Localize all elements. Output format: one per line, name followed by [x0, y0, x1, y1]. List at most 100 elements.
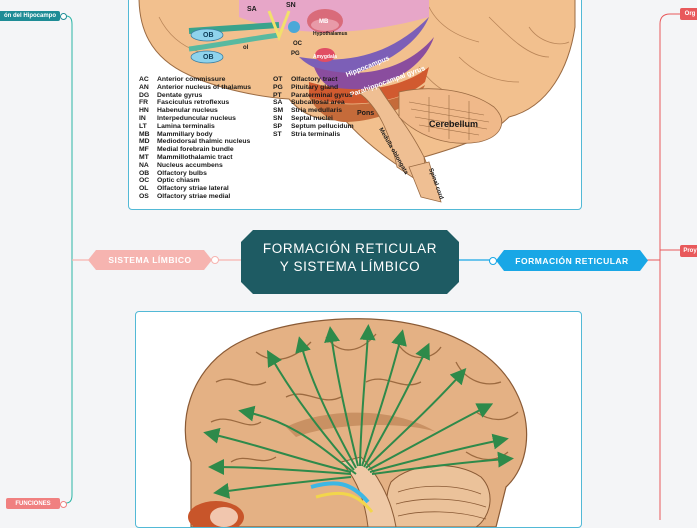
legend-abbreviation: MT — [139, 153, 149, 161]
reticular-formation-image[interactable] — [135, 311, 582, 528]
chip-funciones[interactable]: FUNCIONES — [6, 498, 60, 509]
legend-abbreviation: AN — [139, 83, 149, 91]
legend-abbreviation: SA — [273, 99, 283, 107]
legend-term: Interpeduncular nucleus — [157, 114, 236, 122]
legend-row: MF Medial forebrain bundle — [139, 146, 269, 154]
legend-term: Stria medullaris — [291, 107, 342, 115]
legend-term: Olfactory striae lateral — [157, 185, 229, 193]
legend-row: HN Habenular nucleus — [139, 107, 269, 115]
legend-abbreviation: PT — [273, 91, 282, 99]
legend-abbreviation: PG — [273, 83, 283, 91]
legend-abbreviation: HN — [139, 107, 149, 115]
legend-term: Olfactory bulbs — [157, 169, 207, 177]
legend-abbreviation: OS — [139, 192, 149, 200]
legend-row: PG Pituitary gland — [273, 84, 393, 92]
legend-term: Septal nuclei — [291, 114, 333, 122]
legend-term: Fasciculus retroflexus — [157, 99, 230, 107]
legend-term: Dentate gyrus — [157, 91, 203, 99]
legend-abbreviation: SM — [273, 107, 284, 115]
label-hypothalamus: Hypothalamus — [313, 31, 348, 37]
legend-term: Olfactory tract — [291, 76, 338, 83]
legend-row: NA Nucleus accumbens — [139, 162, 269, 170]
legend-term: Optic chiasm — [157, 177, 200, 185]
chip-funciones-connector-dot — [60, 501, 67, 508]
branch-sistema-limbico[interactable]: SISTEMA LÍMBICO — [108, 255, 192, 265]
legend-abbreviation: OT — [273, 76, 283, 83]
branch-right-connector-dot — [489, 257, 497, 265]
legend-abbreviation: MF — [139, 146, 149, 154]
legend-term: Septum pellucidum — [291, 122, 354, 130]
legend-abbreviation: AC — [139, 76, 149, 83]
chip-org[interactable]: Org — [680, 8, 697, 20]
legend-term: Habenular nucleus — [157, 107, 218, 115]
legend-row: SA Subcallosal area — [273, 99, 393, 107]
legend-term: Stria terminalis — [291, 130, 341, 138]
label-mb: MB — [319, 19, 329, 25]
legend-term: Paraterminal gyrus — [291, 91, 353, 99]
label-oc: OC — [293, 41, 303, 47]
legend-term: Mediodorsal thalmic nucleus — [157, 138, 251, 146]
limbic-system-image[interactable]: SA SN OB OB ol OC MB Hypothalamus Amygda… — [128, 0, 582, 210]
legend-term: Pituitary gland — [291, 83, 339, 91]
legend-row: AN Anterior nucleus of thalamus — [139, 84, 269, 92]
legend-term: Anterior nucleus of thalamus — [157, 83, 252, 91]
legend-term: Mammillary body — [157, 130, 213, 138]
branch-right-shape — [496, 250, 648, 271]
branch-formacion-reticular[interactable]: FORMACIÓN RETICULAR — [515, 255, 629, 266]
legend-row: ST Stria terminalis — [273, 131, 393, 139]
legend-row: IN Interpeduncular nucleus — [139, 115, 269, 123]
label-amygdala: Amygdala — [313, 54, 337, 60]
chip-proy[interactable]: Proy — [680, 245, 697, 257]
central-topic-line2: Y SISTEMA LÍMBICO — [279, 259, 421, 274]
legend-row: PT Paraterminal gyrus — [273, 92, 393, 100]
label-ob1: OB — [203, 32, 214, 39]
central-topic-line1: FORMACIÓN RETICULAR — [262, 241, 438, 256]
label-ol: ol — [243, 45, 249, 51]
legend-row: MT Mammillothalamic tract — [139, 154, 269, 162]
legend-row: MD Mediodorsal thalmic nucleus — [139, 138, 269, 146]
label-sn: SN — [286, 2, 296, 9]
branch-left-shape — [88, 250, 212, 270]
legend-abbreviation: SP — [273, 122, 283, 130]
label-pons: Pons — [357, 110, 374, 117]
limbic-illustration: SA SN OB OB ol OC MB Hypothalamus Amygda… — [138, 0, 576, 203]
legend-row: OT Olfactory tract — [273, 76, 393, 84]
legend-row: LT Lamina terminalis — [139, 123, 269, 131]
legend-row: SN Septal nuclei — [273, 115, 393, 123]
legend-abbreviation: NA — [139, 161, 149, 169]
legend-term: Mammillothalamic tract — [157, 153, 233, 161]
label-ob2: OB — [203, 54, 214, 61]
legend-term: Lamina terminalis — [157, 122, 215, 130]
reticular-illustration — [184, 318, 528, 527]
legend-row: AC Anterior commissure — [139, 76, 269, 84]
legend-abbreviation: SN — [273, 114, 283, 122]
legend-row: OC Optic chiasm — [139, 177, 269, 185]
legend-row: MB Mammillary body — [139, 131, 269, 139]
legend-term: Anterior commissure — [157, 76, 226, 83]
legend-row: SP Septum pellucidum — [273, 123, 393, 131]
legend-abbreviation: ST — [273, 130, 282, 138]
central-topic-shape — [241, 230, 459, 294]
chip-hipocampo[interactable]: ón del Hipocampo — [0, 11, 60, 21]
legend-term: Nucleus accumbens — [157, 161, 223, 169]
chip-hipocampo-connector-dot — [60, 13, 67, 20]
legend-abbreviation: LT — [139, 122, 147, 130]
legend-abbreviation: OC — [139, 177, 150, 185]
label-pg: PG — [291, 51, 300, 57]
legend-abbreviation: MD — [139, 138, 150, 146]
legend-row: SM Stria medullaris — [273, 107, 393, 115]
legend-abbreviation: IN — [139, 114, 146, 122]
branch-left-connector-dot — [211, 256, 219, 264]
label-cerebellum: Cerebellum — [429, 119, 478, 129]
central-topic[interactable]: FORMACIÓN RETICULAR Y SISTEMA LÍMBICO — [241, 240, 459, 286]
legend-term: Medial forebrain bundle — [157, 146, 234, 154]
legend-term: Subcallosal area — [291, 99, 345, 107]
legend-abbreviation: MB — [139, 130, 150, 138]
